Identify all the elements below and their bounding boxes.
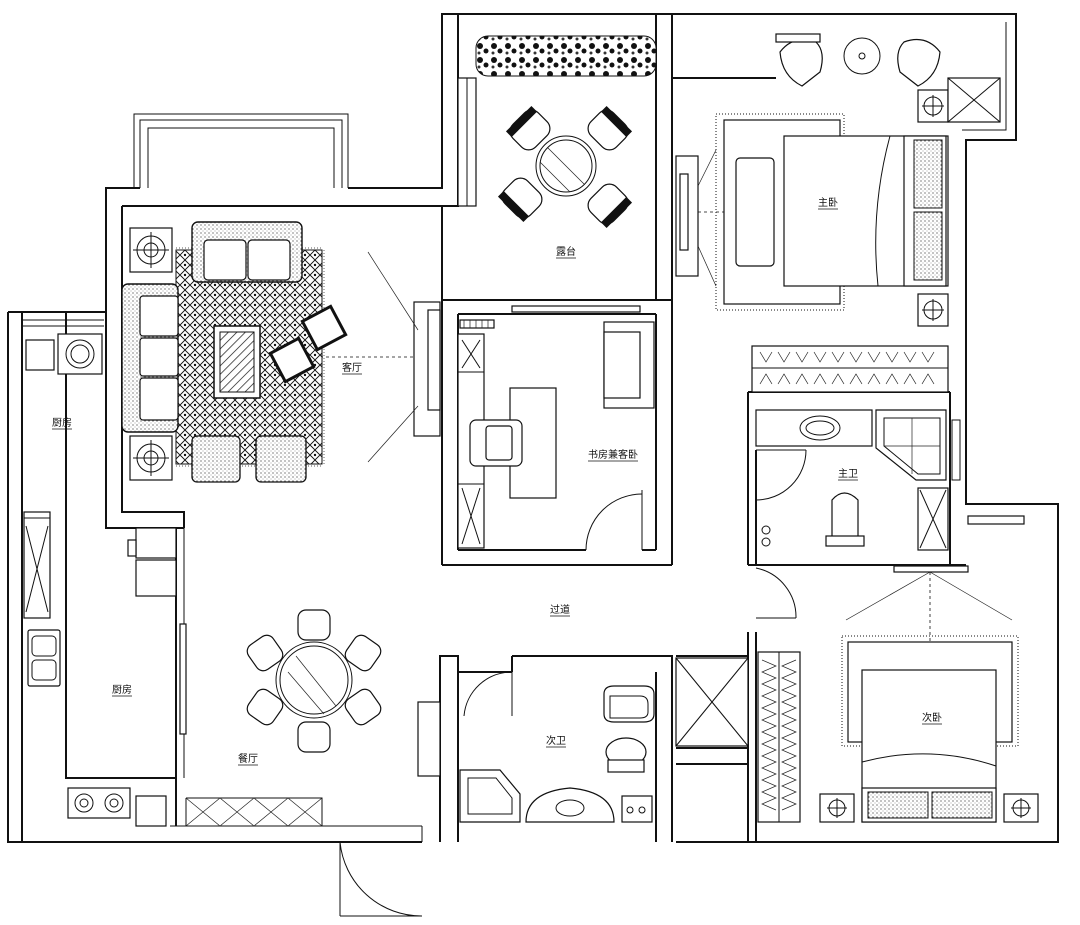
- label-dining-room: 餐厅: [238, 752, 258, 765]
- master-bath-fixtures: [755, 409, 1025, 551]
- second-bedroom-furniture: [819, 635, 1039, 823]
- walls: [7, 13, 1059, 843]
- dining-set: [246, 609, 382, 753]
- study-furniture: [457, 319, 655, 549]
- label-balcony: 露台: [556, 245, 576, 258]
- label-master-bedroom: 主卧: [818, 196, 838, 209]
- kitchen-furniture: [22, 319, 323, 827]
- living-furniture: [121, 221, 348, 483]
- sight-lines: [320, 149, 1013, 660]
- doors: [179, 449, 807, 917]
- corridor-closets: [675, 651, 801, 823]
- label-kitchen: 厨房: [112, 683, 132, 696]
- label-kitchen-top: 厨房: [52, 416, 72, 429]
- lamp-bottom: [129, 435, 173, 481]
- label-study: 书房兼客卧: [588, 448, 638, 461]
- ottoman-left: [191, 435, 241, 483]
- label-second-bath: 次卫: [546, 734, 566, 747]
- room-labels: 厨房 厨房 客厅 露台 书房兼客卧 主卧 主卫 过道 餐厅 次卫 次卧: [52, 196, 942, 766]
- windows: [413, 77, 969, 777]
- master-bedroom-furniture: [715, 33, 1001, 393]
- balcony-furniture: [475, 35, 657, 229]
- ottoman-right: [255, 435, 307, 483]
- label-master-bath: 主卫: [838, 468, 858, 480]
- lamp-top: [129, 227, 173, 273]
- label-living-room: 客厅: [342, 361, 362, 374]
- second-bath-fixtures: [459, 685, 655, 823]
- label-second-bedroom: 次卧: [922, 711, 942, 724]
- label-corridor: 过道: [550, 603, 570, 616]
